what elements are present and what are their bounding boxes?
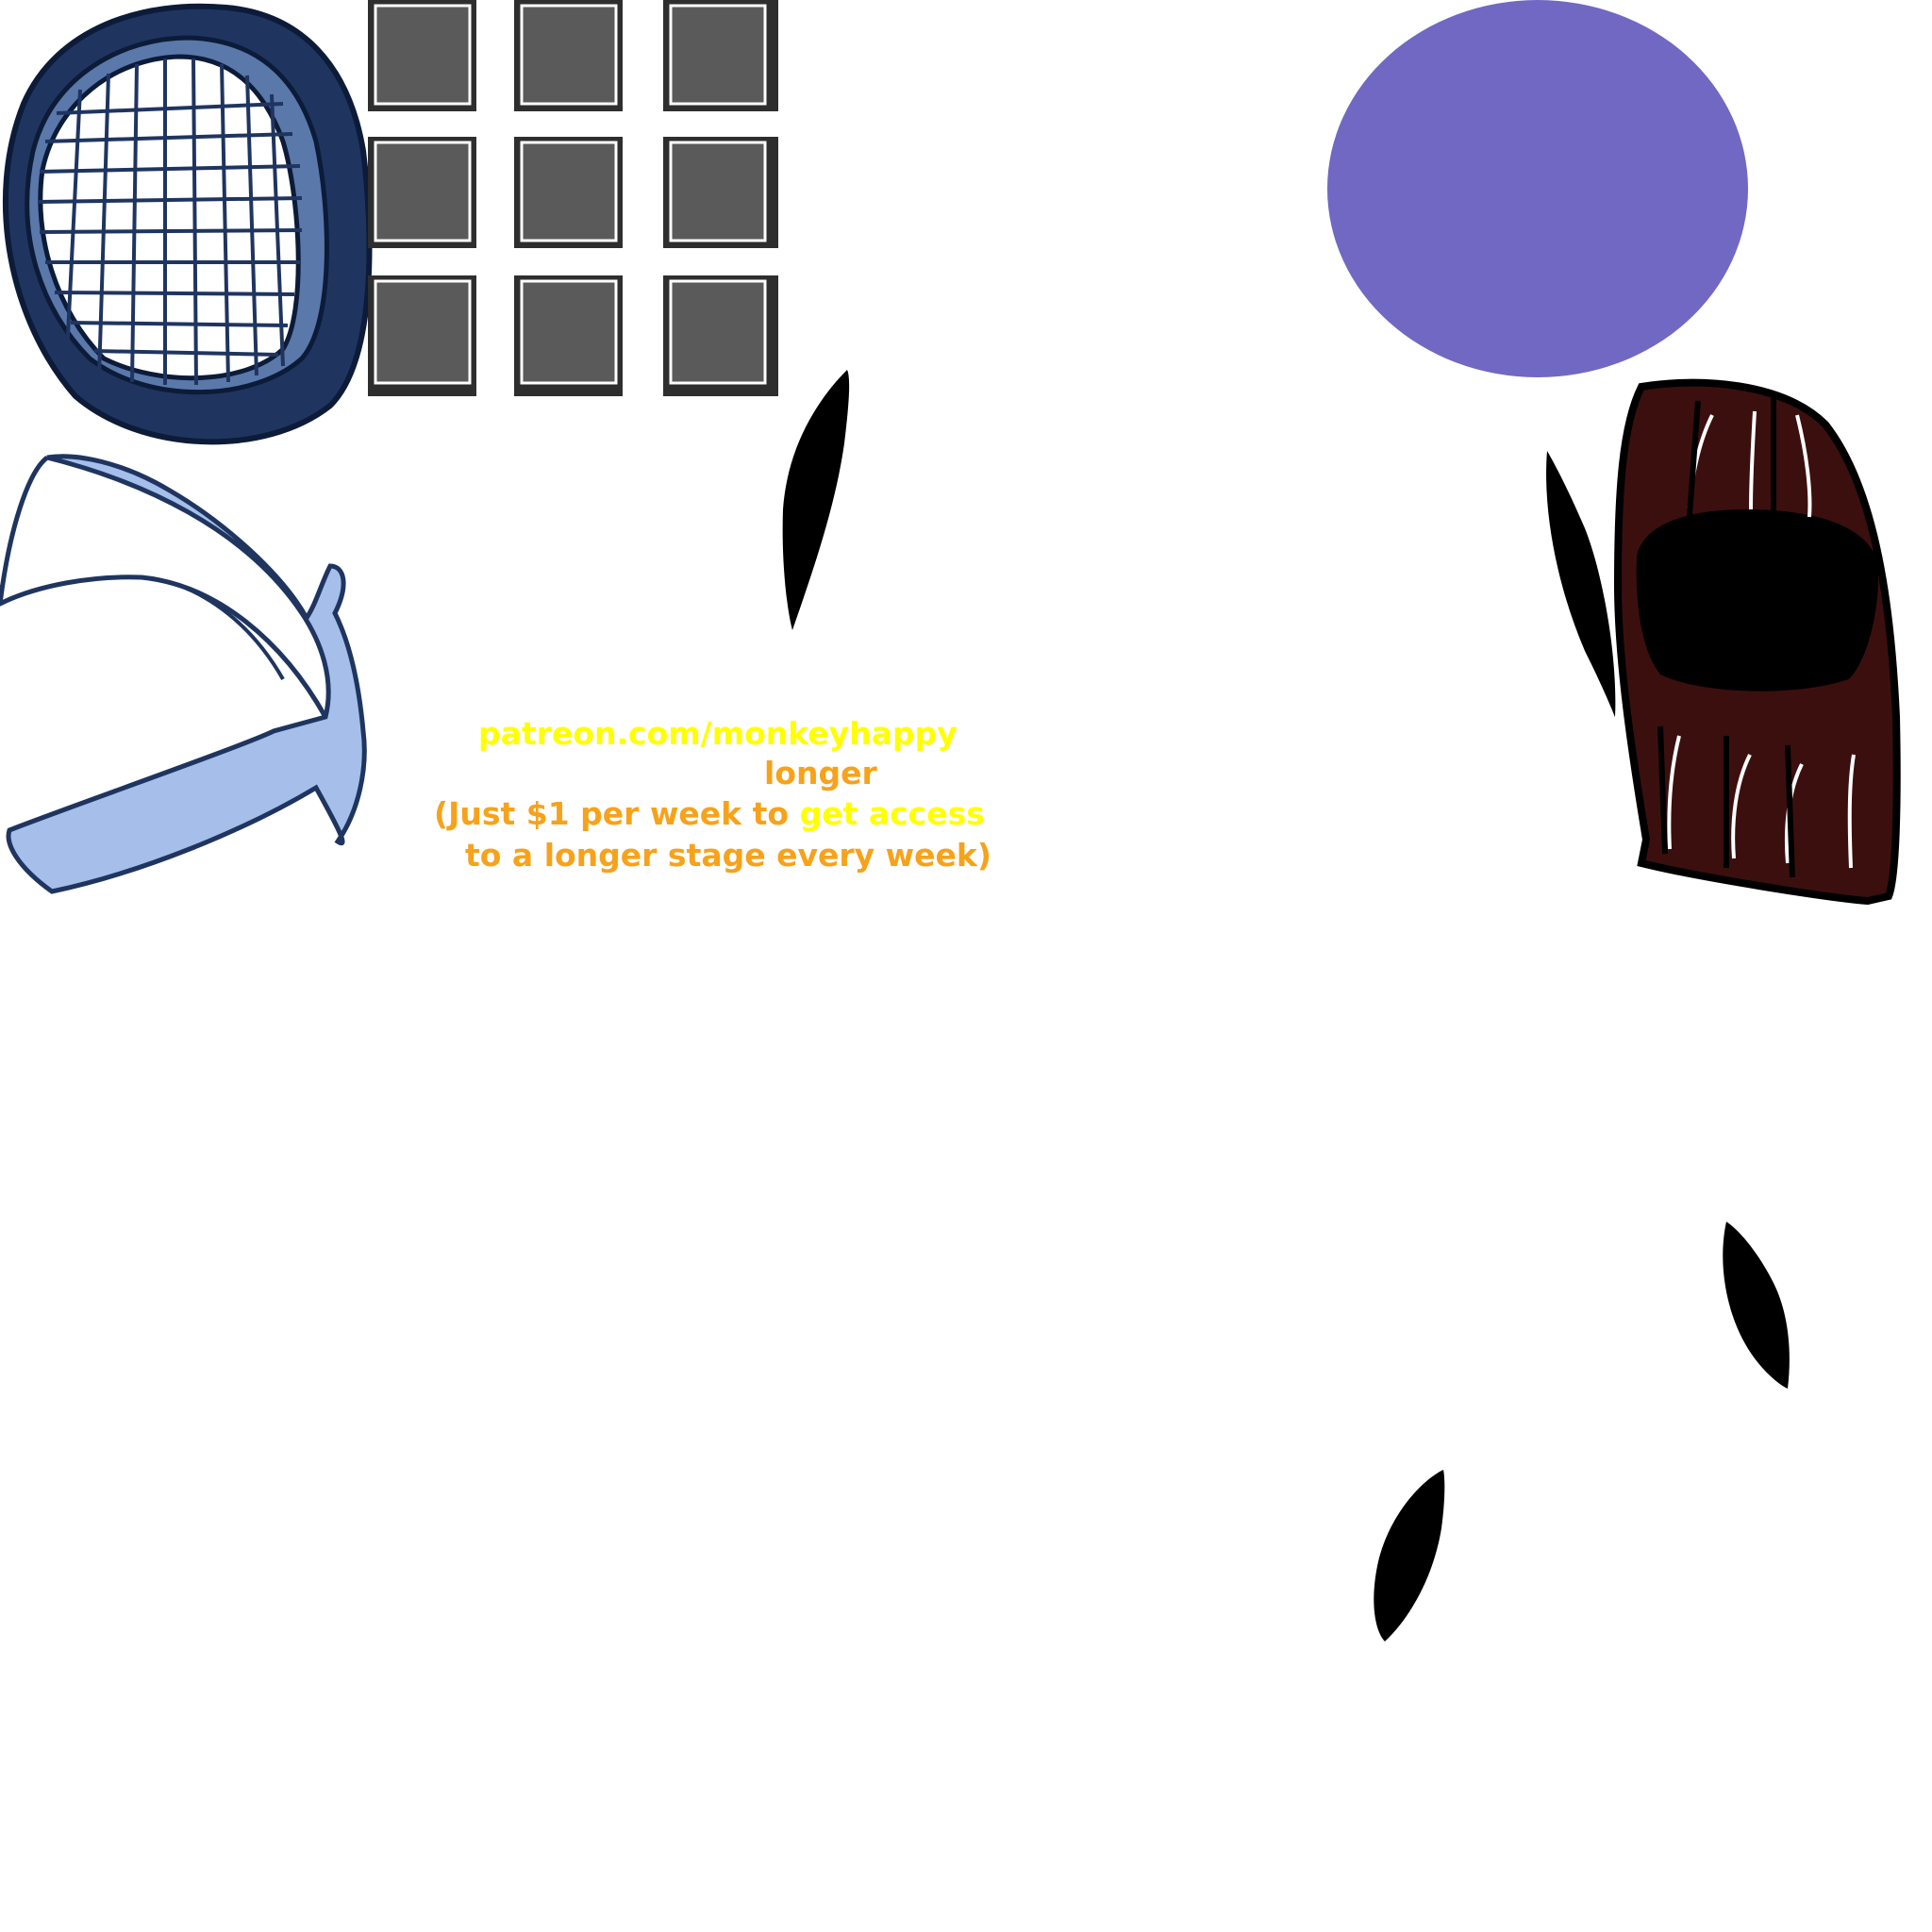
promo-line-3b: get access: [799, 795, 985, 832]
promo-line-4: to a longer stage every week): [465, 837, 991, 874]
black-leaf-shape: [1374, 1470, 1445, 1641]
slot-tile: [663, 275, 778, 396]
black-leaf-shape: [1546, 451, 1616, 717]
slot-tile: [514, 0, 623, 111]
slot-tile-grid: [368, 0, 778, 396]
visor-headband-sprite: [6, 454, 367, 894]
slot-tile: [663, 137, 778, 248]
barrel-mask-sprite: [1613, 378, 1901, 906]
slot-tile: [368, 137, 476, 248]
fencing-mask-sprite: [2, 3, 373, 445]
promo-line-2: longer: [764, 755, 877, 791]
black-leaf-shape: [782, 370, 850, 630]
black-leaf-shape: [1723, 1222, 1790, 1389]
slot-tile: [514, 275, 623, 396]
promo-line-3: (Just $1 per week to get access: [434, 793, 985, 834]
slot-tile: [663, 0, 778, 111]
promo-line-3a: (Just $1 per week to: [434, 795, 800, 832]
purple-circle-sprite: [1327, 0, 1748, 377]
slot-tile: [368, 0, 476, 111]
slot-tile: [368, 275, 476, 396]
promo-line-1: patreon.com/monkeyhappy: [478, 715, 958, 752]
slot-tile: [514, 137, 623, 248]
